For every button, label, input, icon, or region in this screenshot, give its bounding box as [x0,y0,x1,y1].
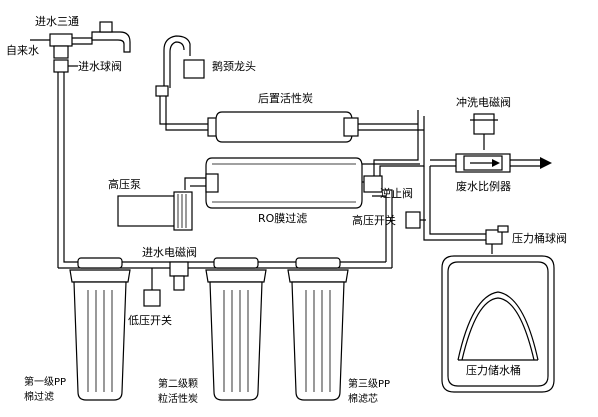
label-tap-water: 自来水 [6,44,39,57]
gooseneck-faucet [155,35,205,97]
label-flush-solenoid: 冲洗电磁阀 [456,96,511,109]
booster-pump [117,191,193,231]
waste-ratio-device [455,153,511,173]
inlet-tee [30,21,131,59]
label-inlet-ball-valve: 进水球阀 [78,60,122,73]
label-inlet-solenoid: 进水电磁阀 [142,246,197,259]
label-stage2-line1: 第二级颗 [158,379,198,390]
flush-solenoid-valve [470,113,498,135]
label-low-pressure-switch: 低压开关 [128,314,172,327]
filter-housing-stage2 [205,257,267,401]
check-valve [363,175,383,193]
post-carbon-filter [207,111,359,143]
label-ro-membrane: RO膜过滤 [258,212,308,225]
pressure-tank [441,255,555,393]
inlet-solenoid-valve [169,261,189,291]
filter-housing-stage3 [287,257,349,401]
label-check-valve: 逆止阀 [380,187,413,200]
low-pressure-switch [143,268,161,307]
label-stage3-line1: 第三级PP [348,379,391,390]
ro-membrane [205,157,363,209]
label-high-pressure-switch: 高压开关 [352,214,396,227]
label-post-carbon: 后置活性炭 [258,92,313,105]
label-stage1-line1: 第一级PP [24,377,67,388]
label-gooseneck-faucet: 鹅颈龙头 [212,60,256,73]
filter-housing-stage1 [69,257,131,401]
high-pressure-switch [405,211,426,229]
inlet-ball-valve [53,59,78,73]
label-pressure-tank: 压力储水桶 [466,364,521,377]
label-stage3-line2: 棉滤芯 [348,394,378,405]
label-stage1-line2: 棉过滤 [24,392,54,403]
label-inlet-tee: 进水三通 [35,15,79,28]
label-waste-ratio: 废水比例器 [456,180,511,193]
label-stage2-line2: 粒活性炭 [158,394,198,405]
tank-ball-valve [485,225,509,245]
label-booster-pump: 高压泵 [108,178,141,191]
label-tank-ball-valve: 压力桶球阀 [512,232,567,245]
